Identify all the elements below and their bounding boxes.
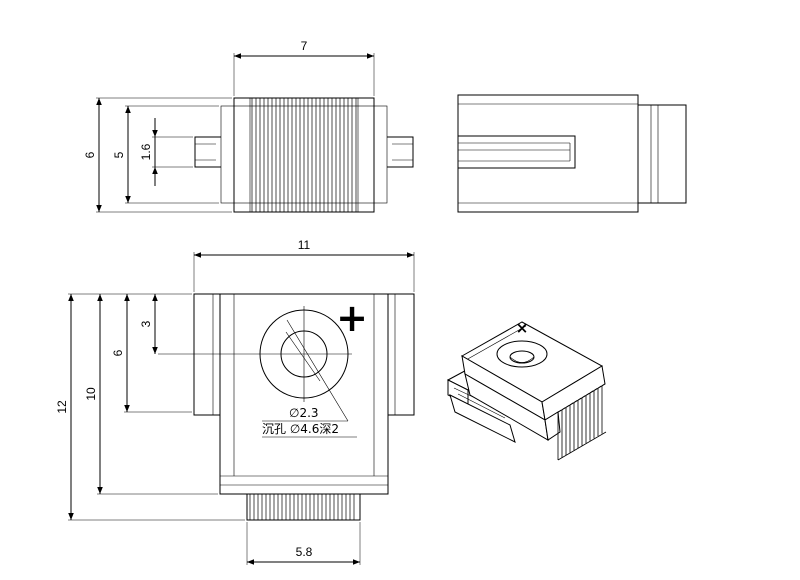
dim-plan-height-inner: 10: [84, 387, 98, 401]
fin-line: [593, 388, 598, 391]
fin-line: [557, 431, 607, 461]
fin-line: [573, 400, 578, 403]
polarity-plus-mark: +: [336, 296, 368, 340]
dim-plan-height-outer: 12: [55, 400, 69, 414]
fin-line: [601, 383, 606, 386]
plan-fins: [249, 494, 355, 520]
fin-line: [577, 397, 582, 401]
iso-fins: [557, 383, 607, 461]
dim-top-height-inner: 5: [112, 151, 126, 158]
dim-pin-pitch: 1.6: [139, 143, 153, 160]
fin-line: [589, 390, 594, 394]
plan-view: ∅2.3 沉孔 ∅4.6深2 + 11 12 10 6 3 5.8: [55, 238, 415, 565]
dim-top-width: 7: [301, 39, 308, 53]
iso-counterbore: [496, 340, 548, 368]
dim-fin-width: 5.8: [296, 545, 313, 559]
front-view: 7 6 5 1.6: [83, 39, 414, 213]
fin-line: [581, 395, 586, 398]
fin-line: [585, 392, 590, 396]
dim-plan-hole-offset: 6: [111, 349, 125, 356]
fin-line: [569, 402, 574, 406]
front-fins: [251, 98, 357, 212]
iso-polarity-mark: ×: [516, 319, 529, 337]
dim-top-height-outer: 6: [83, 151, 97, 158]
isometric-view: ×: [446, 319, 607, 461]
fin-line: [557, 409, 562, 413]
dim-plan-width: 11: [298, 238, 311, 252]
note-hole-diameter: ∅2.3: [289, 406, 319, 420]
side-view: [457, 94, 687, 213]
dim-plan-hole-to-top: 3: [139, 320, 153, 327]
fin-line: [597, 385, 602, 389]
note-counterbore: 沉孔 ∅4.6深2: [262, 422, 339, 436]
fin-line: [565, 404, 570, 408]
fin-line: [561, 407, 566, 410]
